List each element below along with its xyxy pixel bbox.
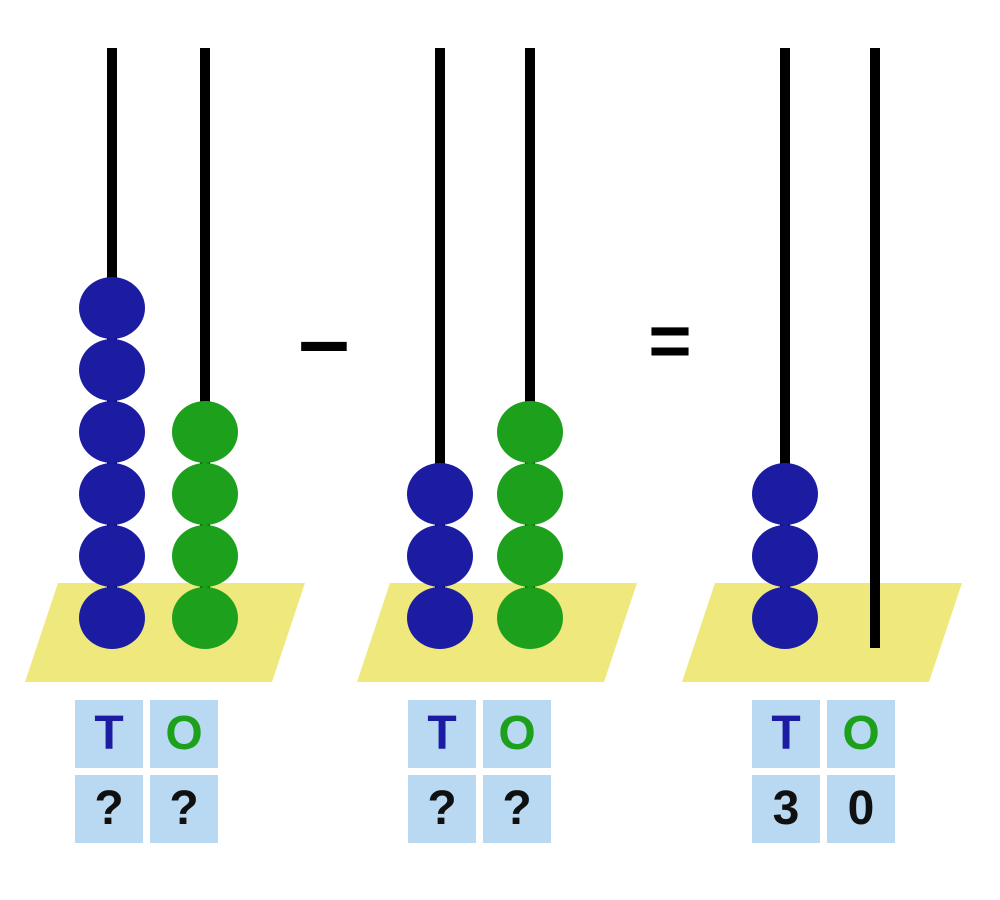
ones-value: 0 xyxy=(847,782,875,835)
tens-bead xyxy=(79,339,145,401)
minus-sign: – xyxy=(298,288,350,391)
place-value-table-difference: T O 3 0 xyxy=(752,700,895,843)
ones-header-cell: O xyxy=(150,700,218,768)
ones-bead xyxy=(497,587,563,649)
place-value-table-minuend: T O ? ? xyxy=(75,700,218,843)
tens-bead xyxy=(79,401,145,463)
ones-value-cell: ? xyxy=(150,775,218,843)
abacus-subtrahend xyxy=(357,48,637,682)
tens-value: 3 xyxy=(772,782,800,835)
ones-header-cell: O xyxy=(827,700,895,768)
tens-bead xyxy=(79,463,145,525)
ones-label: O xyxy=(842,707,880,760)
ones-bead xyxy=(497,463,563,525)
abacus-difference xyxy=(682,48,962,682)
tens-header-cell: T xyxy=(752,700,820,768)
ones-label: O xyxy=(498,707,536,760)
tens-header-cell: T xyxy=(408,700,476,768)
ones-bead xyxy=(172,401,238,463)
tens-value-cell: ? xyxy=(408,775,476,843)
tens-value-cell: ? xyxy=(75,775,143,843)
tens-value-cell: 3 xyxy=(752,775,820,843)
abacus-base xyxy=(357,583,637,682)
ones-label: O xyxy=(165,707,203,760)
ones-bead xyxy=(172,587,238,649)
abacus-base xyxy=(682,583,962,682)
ones-value: ? xyxy=(169,782,199,835)
tens-bead xyxy=(79,525,145,587)
ones-bead xyxy=(172,525,238,587)
abacus-minuend xyxy=(25,48,305,682)
tens-value: ? xyxy=(427,782,457,835)
ones-value-cell: ? xyxy=(483,775,551,843)
tens-bead xyxy=(407,587,473,649)
ones-header-cell: O xyxy=(483,700,551,768)
tens-bead xyxy=(407,525,473,587)
tens-bead xyxy=(407,463,473,525)
abacus-base xyxy=(25,583,305,682)
tens-value: ? xyxy=(94,782,124,835)
place-value-table-subtrahend: T O ? ? xyxy=(408,700,551,843)
ones-value: ? xyxy=(502,782,532,835)
ones-bead xyxy=(172,463,238,525)
equals-sign: = xyxy=(648,298,692,382)
tens-bead xyxy=(79,277,145,339)
ones-bead xyxy=(497,525,563,587)
tens-label: T xyxy=(94,707,124,760)
tens-label: T xyxy=(427,707,457,760)
ones-value-cell: 0 xyxy=(827,775,895,843)
tens-label: T xyxy=(771,707,801,760)
tens-bead xyxy=(752,525,818,587)
ones-bead xyxy=(497,401,563,463)
abacus-graphics xyxy=(25,48,962,682)
tens-bead xyxy=(752,463,818,525)
tens-header-cell: T xyxy=(75,700,143,768)
tens-bead xyxy=(79,587,145,649)
tens-bead xyxy=(752,587,818,649)
